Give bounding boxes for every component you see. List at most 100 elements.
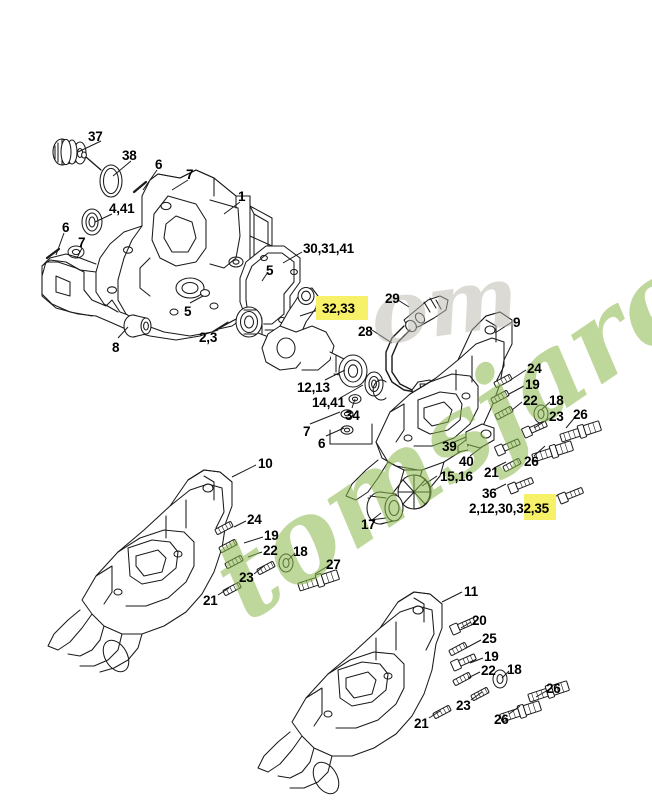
leader-23c [253, 565, 265, 575]
callout-15-16: 15,16 [440, 469, 473, 484]
callout-21-left: 21 [203, 593, 218, 608]
callout-26-right-mid: 26 [524, 454, 539, 469]
leader-20 [460, 621, 472, 629]
leader-24b [233, 520, 247, 528]
callout-9: 9 [513, 315, 521, 330]
callout-23-left: 23 [239, 570, 254, 585]
callout-18-right: 18 [549, 393, 564, 408]
callout-20: 20 [472, 613, 487, 628]
leader-19a [508, 385, 525, 395]
callout-1: 1 [238, 189, 246, 204]
leader-6a [142, 169, 158, 191]
leader-38 [112, 160, 132, 177]
leader-40 [469, 446, 483, 457]
leader-22a [511, 401, 523, 411]
callout-22-bottom: 22 [481, 663, 496, 678]
leader-26b [533, 445, 546, 457]
callout-19-left: 19 [264, 528, 279, 543]
callout-29: 29 [385, 291, 400, 306]
leader-34 [351, 398, 356, 409]
part-2-3-bearing [235, 306, 263, 338]
leader-8 [117, 326, 129, 339]
highlight-crankshaft [316, 296, 368, 320]
callout-27: 27 [326, 557, 341, 572]
leader-1213 [324, 369, 346, 381]
leader-39 [451, 436, 467, 444]
leader-1516 [421, 475, 438, 487]
part-15-16-roller [397, 474, 432, 510]
callout-34: 34 [345, 408, 360, 423]
callout-40: 40 [459, 454, 474, 469]
leader-22b [247, 551, 263, 558]
callout-21-bottom: 21 [414, 716, 429, 731]
callout-38: 38 [122, 148, 137, 163]
callout-5-lower: 5 [184, 304, 192, 319]
callout-22-left: 22 [263, 543, 278, 558]
leader-19c [469, 657, 484, 664]
callout-6-upper: 6 [155, 157, 163, 172]
part-14-41-seal [364, 371, 384, 397]
fasteners-housing-11 [432, 615, 571, 725]
callout-7-left: 7 [78, 235, 86, 250]
leader-21c [428, 710, 441, 719]
part-4-41-seal [81, 208, 103, 236]
part-34-circlip [348, 379, 387, 404]
leader-26c [535, 689, 549, 698]
leader-7b [76, 247, 83, 259]
callout-4-41: 4,41 [109, 201, 135, 216]
leader-7a [171, 179, 189, 191]
leader-26d [508, 705, 521, 715]
leader-9 [494, 321, 513, 334]
leader-37 [77, 140, 102, 153]
leader-10 [231, 464, 257, 478]
leader-17 [371, 512, 382, 521]
leader-5a [261, 271, 269, 282]
leader-1441 [339, 384, 364, 399]
leader-21b [217, 587, 230, 596]
part-17-drum [366, 491, 404, 525]
highlight-screw-set [524, 494, 556, 520]
part-39-40-lever [457, 423, 495, 453]
callout-2-12-30-32-35: 2,12,30,32,35 [469, 501, 549, 516]
part-12-13-bearing [338, 354, 368, 388]
leader-lines [55, 140, 577, 719]
leader-11 [441, 591, 463, 603]
leader-18c [501, 670, 510, 679]
leader-21a [493, 461, 507, 469]
callout-24-left: 24 [247, 512, 262, 527]
leader-23d [470, 691, 483, 701]
callout-28: 28 [358, 324, 373, 339]
leader-19b [243, 536, 264, 544]
callout-30-31-41: 30,31,41 [303, 241, 354, 256]
callout-7-upper: 7 [186, 167, 194, 182]
callout-24-right: 24 [527, 361, 542, 376]
callout-23-bottom: 23 [456, 698, 471, 713]
leader-26a [565, 415, 577, 429]
callout-18-bottom: 18 [507, 662, 522, 677]
leader-18a [540, 401, 551, 411]
leader-441 [94, 213, 113, 223]
part-6-7-lower-mid [329, 409, 373, 445]
leader-3233 [299, 309, 319, 317]
leader-6b [55, 232, 65, 256]
leader-25 [465, 639, 482, 649]
leader-24a [511, 369, 527, 380]
part-6-7-pins-washers [45, 179, 173, 260]
leader-1 [223, 201, 241, 215]
housing-10 [47, 469, 233, 673]
leader-18b [287, 552, 296, 561]
leader-3031 [282, 251, 303, 264]
callout-14-41: 14,41 [312, 395, 345, 410]
callout-8: 8 [112, 340, 120, 355]
callout-11: 11 [464, 584, 478, 599]
leader-7c [309, 411, 341, 425]
leader-5b [189, 295, 204, 304]
callout-10: 10 [258, 456, 273, 471]
callout-21-right: 21 [484, 465, 499, 480]
callout-12-13: 12,13 [297, 380, 330, 395]
callout-7-mid: 7 [303, 424, 311, 439]
leader-28 [371, 329, 393, 344]
callout-6-mid: 6 [318, 436, 326, 451]
